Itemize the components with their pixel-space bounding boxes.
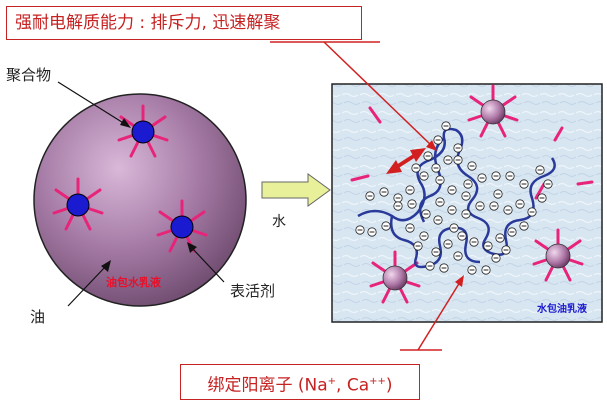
surfactant-micelle — [156, 199, 208, 253]
label-water: 水 — [272, 214, 286, 230]
bottom-box-paren-close: ) — [385, 375, 393, 396]
connector-bottom — [400, 281, 461, 351]
repulsion-arrow — [386, 148, 426, 174]
bottom-box-sep: , Ca — [336, 375, 370, 396]
polymer-chain — [357, 127, 556, 256]
bottom-box-paren-open: (Na — [297, 375, 328, 396]
bottom-box: 绑定阳离子 (Na+, Ca++) — [180, 364, 420, 400]
pointer-polymer — [57, 81, 131, 128]
transition-arrow — [261, 173, 331, 207]
oil-in-water-box — [331, 83, 603, 323]
bottom-box-sup1: + — [327, 376, 337, 387]
pointer-surfactant — [187, 242, 225, 283]
pointer-oil — [67, 260, 111, 307]
label-oil-in-water: 水包油乳液 — [536, 302, 587, 315]
label-polymer: 聚合物 — [6, 66, 51, 84]
connector-title-head — [426, 140, 437, 151]
polymer-chain-branch — [418, 137, 445, 223]
connector-title — [270, 41, 433, 147]
surfactant-micelle — [52, 177, 104, 231]
oil-droplet-sphere — [532, 228, 584, 282]
label-surfactant: 表活剂 — [230, 282, 275, 300]
label-oil: 油 — [30, 308, 45, 326]
bottom-box-sup2: ++ — [369, 376, 386, 387]
negative-charges — [355, 121, 553, 275]
free-surfactant-tails — [350, 106, 594, 200]
oil-droplet-sphere — [369, 250, 421, 304]
title-box: 强耐电解质能力 : 排斥力, 迅速解聚 — [6, 6, 362, 40]
polymer-chain-branch — [390, 215, 481, 269]
water-in-oil-droplet — [33, 93, 247, 307]
oil-droplet-sphere — [467, 84, 519, 138]
oil-circle — [33, 93, 247, 307]
bottom-box-main: 绑定阳离子 — [207, 375, 298, 396]
label-water-in-oil: 油包水乳液 — [106, 275, 162, 289]
connector-bottom-head — [455, 275, 464, 287]
